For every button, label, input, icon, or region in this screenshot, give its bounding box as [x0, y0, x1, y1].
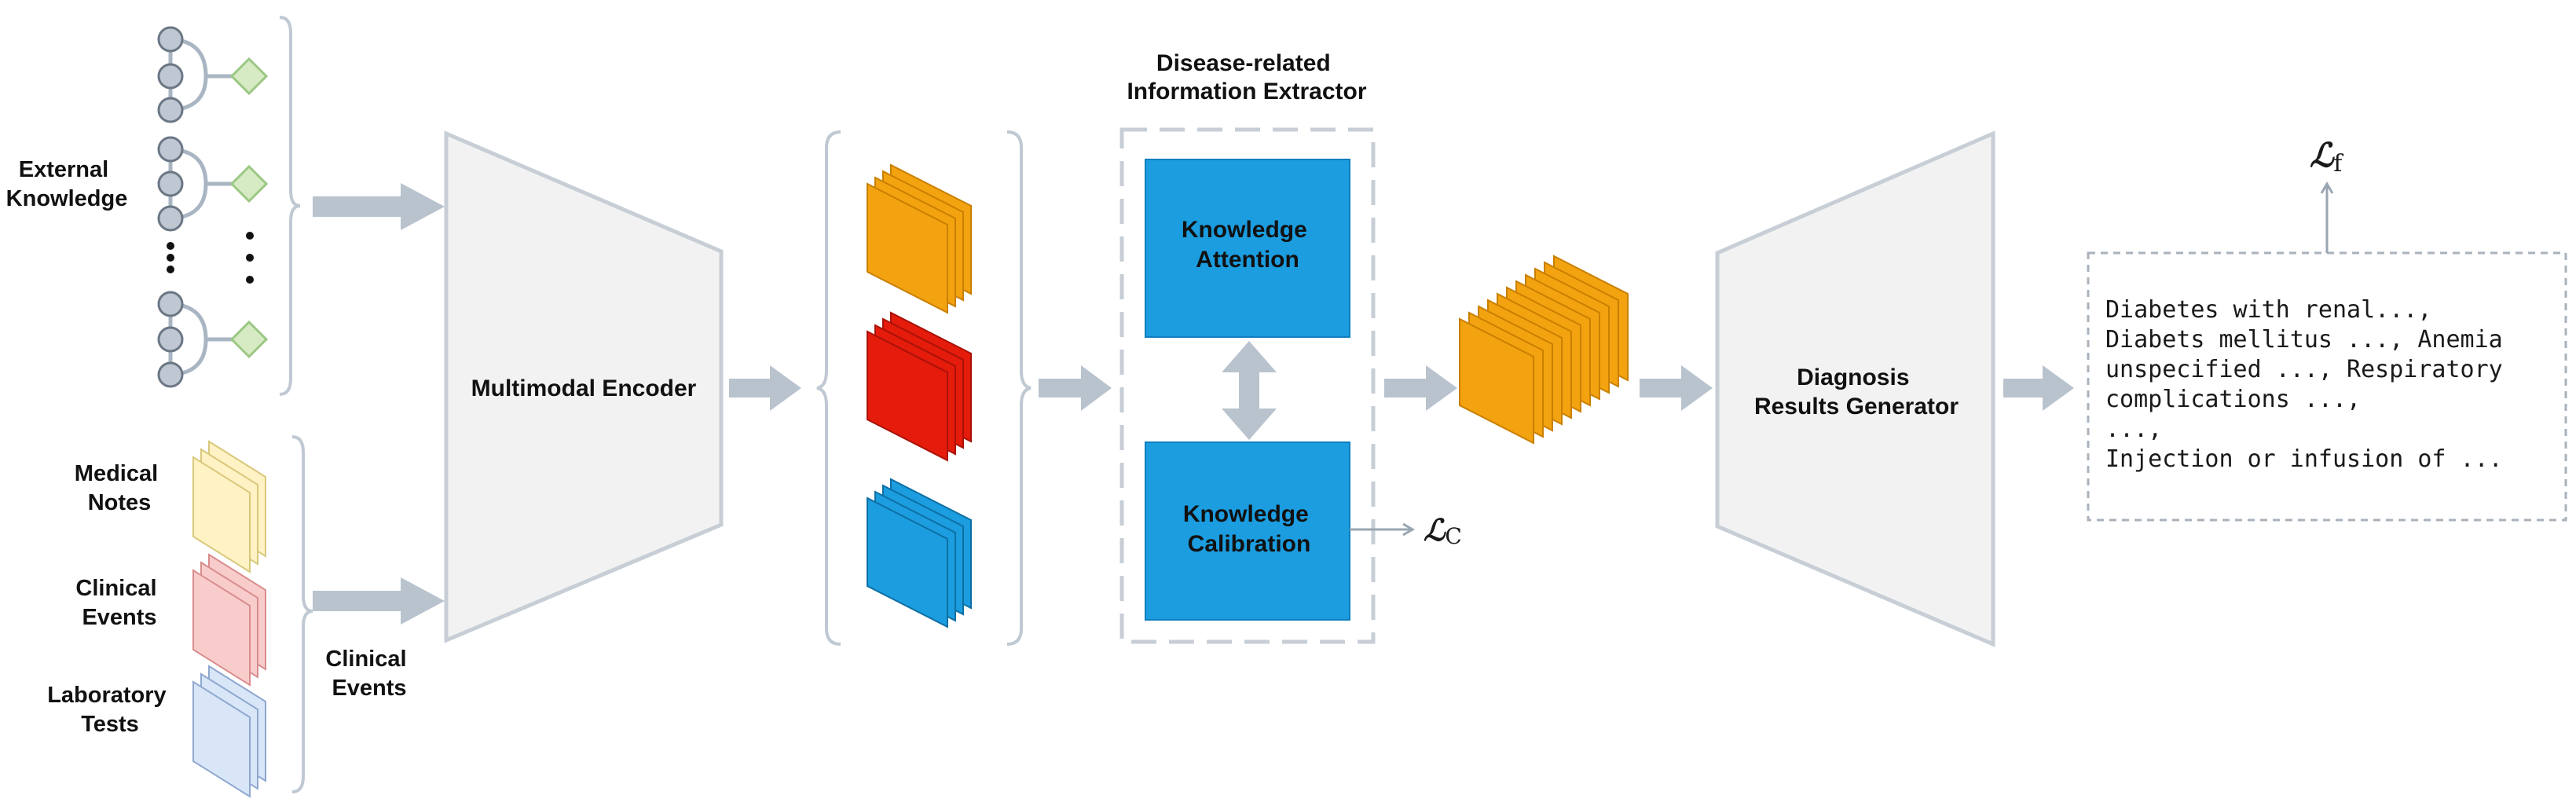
final-loss-arrow [2320, 181, 2334, 253]
knowledge-calibration-label: Knowledge Calibration [1183, 501, 1315, 557]
red-feature-stack [867, 311, 972, 462]
ellipsis-dots [167, 232, 254, 284]
bidirectional-arrow-icon [1222, 341, 1277, 440]
node-icon [157, 97, 184, 123]
knowledge-attention-block [1145, 159, 1350, 338]
orange-feature-stack [867, 163, 972, 314]
node-icon [157, 63, 184, 90]
medical-notes-icon [192, 440, 266, 573]
features-left-bracket [816, 130, 841, 646]
laboratory-tests-label: Laboratory Tests [47, 683, 173, 737]
diamond-icon [229, 57, 269, 96]
external-knowledge-label: External Knowledge [6, 157, 128, 211]
calibration-loss-arrow [1350, 522, 1415, 537]
output-line: complications ..., [2105, 386, 2361, 413]
extractor-title: Disease-related Information Extractor [1127, 50, 1366, 104]
arrow-icon [313, 183, 445, 230]
node-icon [157, 326, 184, 353]
medical-notes-label: Medical Notes [75, 461, 164, 515]
arrow-icon [313, 577, 445, 625]
extractor-frame [1119, 127, 1376, 644]
calibration-loss-label: ℒC [1424, 512, 1462, 549]
knowledge-graph-icon [168, 37, 232, 377]
flow-arrows [313, 183, 2074, 625]
knowledge-diamonds [229, 57, 269, 359]
knowledge-bracket [279, 16, 301, 396]
output-feature-stack [1459, 255, 1629, 445]
multimodal-encoder-block [444, 130, 724, 643]
node-icon [157, 205, 184, 232]
output-line: Diabetes with renal..., [2105, 296, 2431, 324]
final-loss-label: ℒf [2310, 136, 2343, 178]
node-icon [157, 291, 184, 317]
output-line: unspecified ..., Respiratory [2105, 356, 2503, 383]
knowledge-attention-label: Knowledge Attention [1182, 217, 1314, 273]
laboratory-tests-icon [192, 665, 266, 798]
diamond-icon [229, 320, 269, 359]
knowledge-nodes [157, 26, 184, 388]
node-icon [157, 170, 184, 197]
arrow-icon [729, 365, 801, 411]
arrow-icon [2003, 365, 2074, 411]
arrow-icon [1640, 365, 1713, 411]
arrow-icon [1039, 365, 1112, 411]
diagnosis-generator-block [1715, 130, 1995, 647]
diagnosis-output-text: Diabetes with renal..., Diabets mellitus… [2105, 296, 2503, 473]
node-icon [157, 361, 184, 388]
diagnosis-generator-label: Diagnosis Results Generator [1754, 365, 1959, 419]
node-icon [157, 136, 184, 163]
output-line: Diabets mellitus ..., Anemia [2105, 326, 2503, 354]
clinical-events-label: Clinical Events [75, 576, 163, 630]
output-line: ..., [2105, 416, 2162, 443]
clinical-events-group-label: Clinical Events [325, 647, 412, 701]
clinical-bracket [291, 435, 313, 793]
multimodal-encoder-label: Multimodal Encoder [471, 376, 697, 401]
arrow-icon [1384, 365, 1457, 411]
node-icon [157, 26, 184, 53]
clinical-events-icon [192, 553, 266, 687]
diamond-icon [229, 164, 269, 203]
output-line: Injection or infusion of ... [2105, 445, 2503, 473]
knowledge-calibration-block [1145, 441, 1350, 621]
features-right-bracket [1006, 130, 1031, 646]
blue-feature-stack [867, 478, 972, 628]
